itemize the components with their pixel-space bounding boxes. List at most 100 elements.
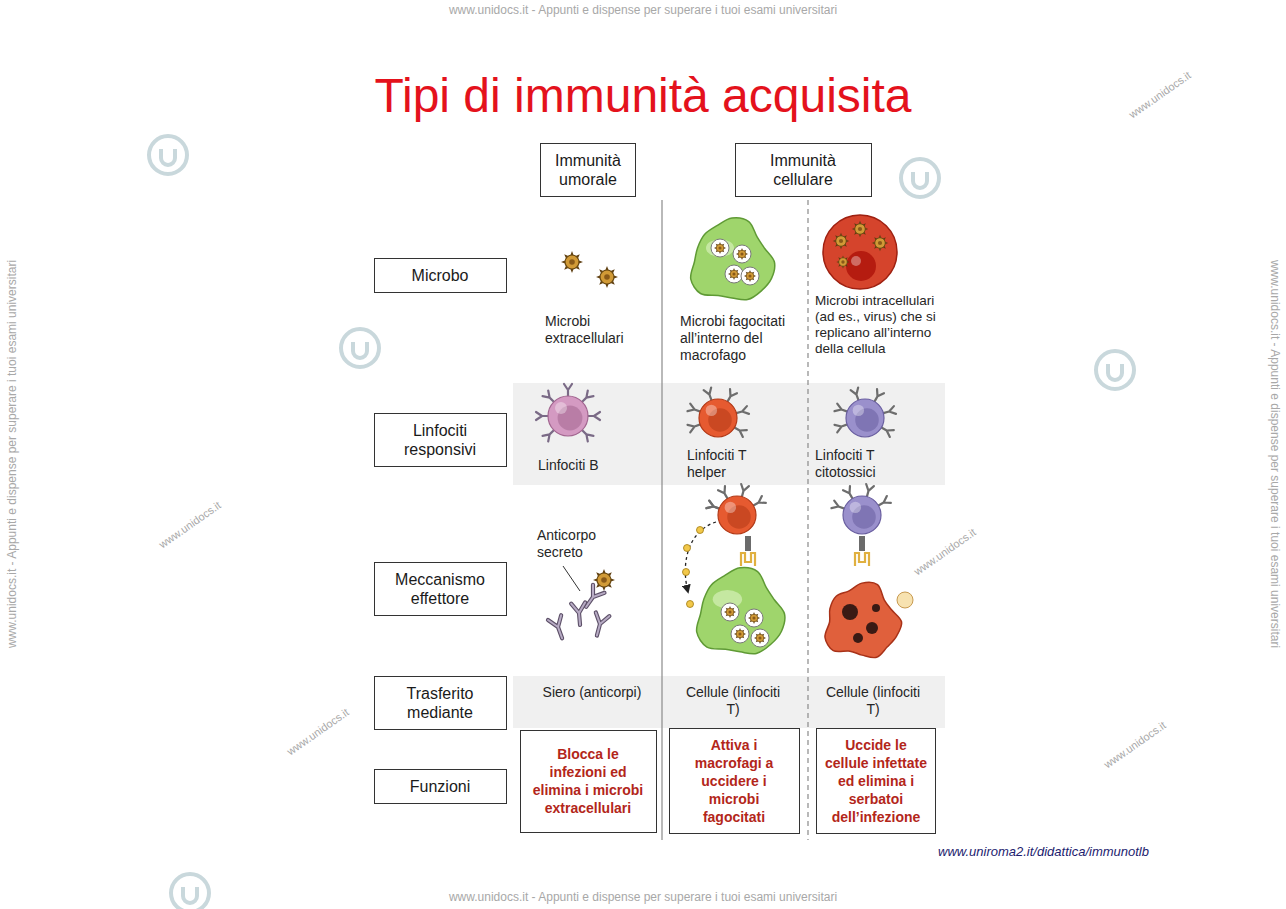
infected-cell-part xyxy=(823,215,897,289)
macrophage xyxy=(691,218,775,300)
receptor-mhc-contact-part xyxy=(859,536,865,551)
microbe-part xyxy=(738,632,741,635)
phagosome xyxy=(745,609,763,627)
antibody-part xyxy=(590,613,609,638)
microbe-part xyxy=(730,270,738,278)
transfer-label: Cellule (linfociti T) xyxy=(683,684,783,718)
macrophage-part xyxy=(691,218,775,300)
watermark-text: www.unidocs.it xyxy=(896,515,994,589)
receptor xyxy=(688,404,702,412)
receptor xyxy=(718,486,728,499)
antibody-part xyxy=(571,602,587,625)
lymphocyte xyxy=(536,384,600,441)
watermark-logo xyxy=(341,329,379,367)
phagosome-part xyxy=(725,265,743,283)
watermark-text: www.unidocs.it xyxy=(269,695,367,769)
microbe-part xyxy=(836,236,847,247)
microbe xyxy=(724,606,736,618)
transfer-label-text: Siero (anticorpi) xyxy=(542,684,642,701)
row-header: Meccanismo effettore xyxy=(374,562,507,616)
box-label: Funzioni xyxy=(382,777,499,796)
lymphocyte-part xyxy=(718,496,756,534)
watermark-text: www.unidocs.it - Appunti e dispense per … xyxy=(5,154,20,754)
receptor xyxy=(753,496,766,506)
cytokine xyxy=(697,527,704,534)
watermark-logo-part xyxy=(171,874,209,909)
microbe-part xyxy=(746,272,754,280)
lymphocyte-part xyxy=(699,399,737,437)
microbe-label-text: Microbi extracellulari xyxy=(545,313,645,347)
watermark-text: www.unidocs.it xyxy=(1086,708,1184,782)
microbe-part xyxy=(736,630,744,638)
watermark-logo xyxy=(901,159,939,197)
microbe xyxy=(836,255,849,268)
transfer-label-text: Cellule (linfociti T) xyxy=(823,684,923,718)
function-text: Attiva i macrofagi a uccidere i microbi … xyxy=(677,736,792,826)
microbe-part xyxy=(718,246,721,249)
watermark-logo xyxy=(171,874,209,909)
watermark-text: www.unidocs.it - Appunti e dispense per … xyxy=(1267,154,1282,754)
receptor xyxy=(536,412,549,420)
antibody xyxy=(590,613,609,638)
receptor xyxy=(843,486,853,499)
microbe-part xyxy=(601,577,607,583)
receptor xyxy=(741,484,749,498)
title: Tipi di immunità acquisita xyxy=(0,68,1286,124)
dying-cell-part xyxy=(825,582,902,657)
microbe-label-text: Microbi intracellulari (ad es., virus) c… xyxy=(815,293,955,357)
cell-label-text: Linfociti T helper xyxy=(687,447,772,481)
phagosome xyxy=(711,239,729,257)
microbe xyxy=(734,628,746,640)
cell-label-text: Linfociti B xyxy=(538,457,628,474)
watermark-logo-part xyxy=(353,342,367,358)
receptor-mhc-contact xyxy=(741,536,755,566)
phagosome-part xyxy=(745,609,763,627)
watermark-logo xyxy=(149,136,187,174)
antibody-part xyxy=(590,613,609,638)
phagosome-part xyxy=(731,625,749,643)
phagosome-part xyxy=(741,267,759,285)
receptor xyxy=(881,427,894,437)
infected-cell-part xyxy=(851,256,861,266)
microbe xyxy=(744,270,756,282)
function-text: Uccide le cellule infettate ed elimina i… xyxy=(824,736,928,826)
cytokine xyxy=(684,545,691,552)
microbe-part xyxy=(858,227,862,231)
receptor xyxy=(581,391,593,403)
lymphocyte xyxy=(707,484,766,534)
antibody-part xyxy=(548,615,569,640)
column-divider-dashed xyxy=(807,200,808,840)
lymphocyte xyxy=(832,484,891,534)
watermark: www.unidocs.it xyxy=(1111,58,1209,132)
cytokine xyxy=(687,601,694,608)
antibody-part xyxy=(571,602,587,625)
receptor-mhc-contact xyxy=(855,536,869,566)
illustration-group xyxy=(536,215,913,658)
microbe-part xyxy=(750,614,758,622)
background xyxy=(149,136,1134,909)
microbe-part xyxy=(841,260,844,263)
receptor-mhc-contact-part xyxy=(741,553,755,566)
column-header: Immunità umorale xyxy=(540,143,636,197)
watermark-text: www.unidocs.it xyxy=(1111,58,1209,132)
receptor xyxy=(587,412,600,420)
microbe xyxy=(736,248,748,260)
microbe-part xyxy=(738,250,746,258)
microbe-part xyxy=(740,252,743,255)
receptor-mhc-contact-part xyxy=(745,536,751,551)
cell-label: Linfociti T citotossici xyxy=(815,447,905,481)
infected-cell xyxy=(823,215,897,289)
phagosome-part xyxy=(711,239,729,257)
watermark-logo-part xyxy=(161,149,175,165)
receptor xyxy=(835,404,849,412)
column-divider xyxy=(661,200,662,840)
function-box: Uccide le cellule infettate ed elimina i… xyxy=(816,728,936,834)
microbe xyxy=(561,251,583,273)
microbe-label: Microbi extracellulari xyxy=(545,313,645,347)
watermark-logo-part xyxy=(913,172,927,188)
row-band xyxy=(513,676,945,728)
watermark-text: www.unidocs.it - Appunti e dispense per … xyxy=(343,890,943,905)
cytokine xyxy=(683,569,690,576)
receptor xyxy=(543,429,555,441)
